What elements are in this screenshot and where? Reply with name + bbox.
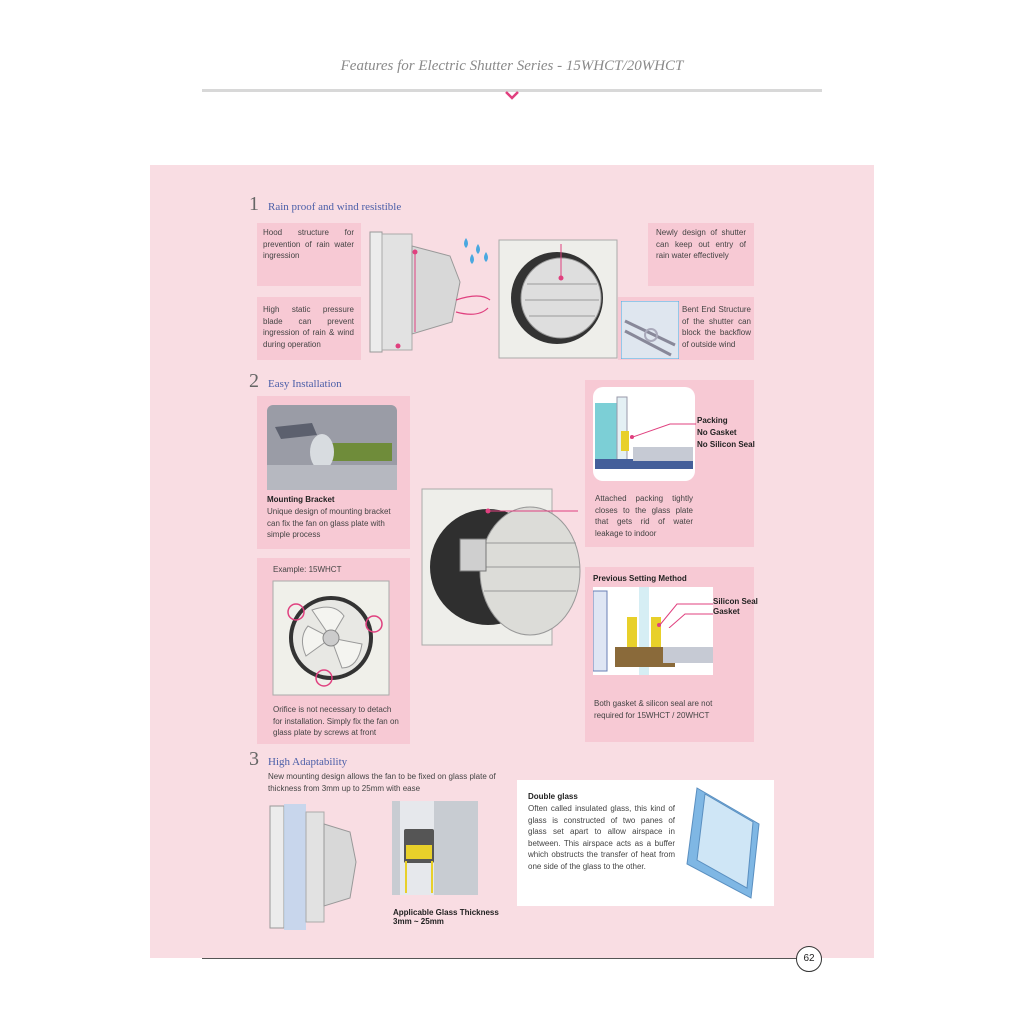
- orifice-text: Orifice is not necessary to detach for i…: [273, 705, 399, 737]
- previous-method-title: Previous Setting Method: [593, 574, 687, 583]
- mounting-bracket-image: [267, 405, 397, 490]
- water-drop-icon: [458, 236, 498, 272]
- fan-installation-illustration: [418, 483, 586, 648]
- callout-hood-text: Hood structure for prevention of rain wa…: [263, 228, 354, 260]
- mounting-bracket-title: Mounting Bracket: [267, 495, 335, 504]
- double-glass-title: Double glass: [528, 792, 578, 801]
- no-silicon-seal-label: No Silicon Seal: [697, 440, 755, 449]
- page-title: Features for Electric Shutter Series - 1…: [340, 58, 684, 74]
- footer-divider: [202, 958, 797, 959]
- bent-end-detail-image: [621, 301, 679, 359]
- callout-hood-box: [257, 223, 361, 286]
- glass-thickness-image: [392, 801, 478, 895]
- section-3-number: 3: [249, 748, 259, 770]
- section-2-title: Easy Installation: [268, 378, 342, 390]
- previous-method-text: Both gasket & silicon seal are not requi…: [594, 699, 713, 720]
- previous-method-image: [593, 587, 713, 675]
- callout-bent-text: Bent End Structure of the shutter can bl…: [682, 305, 751, 349]
- adaptability-intro: New mounting design allows the fan to be…: [268, 772, 496, 793]
- header-divider: [202, 89, 822, 92]
- callout-blade-box: [257, 297, 361, 360]
- callout-shutter-box: [648, 223, 754, 286]
- fan-shutter-illustration: [497, 236, 622, 361]
- double-glass-text: Often called insulated glass, this kind …: [528, 804, 675, 871]
- callout-blade-text: High static pressure blade can prevent i…: [263, 305, 354, 349]
- fan-front-image: [272, 580, 390, 696]
- silicon-seal-label: Silicon Seal: [713, 597, 758, 606]
- mounting-bracket-text: Unique design of mounting bracket can fi…: [267, 507, 391, 539]
- callout-shutter-text: Newly design of shutter can keep out ent…: [656, 228, 746, 260]
- chevron-down-icon: [503, 89, 521, 101]
- fan-side-illustration: [360, 222, 495, 362]
- double-glass-image: [683, 784, 765, 902]
- previous-leader-line: [655, 598, 715, 628]
- packing-label: Packing: [697, 416, 728, 425]
- section-3-title: High Adaptability: [268, 756, 348, 768]
- gasket-label: Gasket: [713, 607, 740, 616]
- section-1-title: Rain proof and wind resistible: [268, 201, 402, 213]
- example-label: Example: 15WHCT: [273, 565, 342, 574]
- page-number: 62: [796, 946, 822, 972]
- packing-image: [593, 387, 695, 481]
- packing-text: Attached packing tightly closes to the g…: [595, 494, 693, 538]
- packing-leader-line: [630, 420, 698, 440]
- section-1-number: 1: [249, 193, 259, 215]
- fan-glass-side-illustration: [268, 802, 360, 932]
- section-2-number: 2: [249, 370, 259, 392]
- glass-thickness-range: 3mm ~ 25mm: [393, 917, 444, 926]
- glass-thickness-label: Applicable Glass Thickness: [393, 908, 499, 917]
- no-gasket-label: No Gasket: [697, 428, 737, 437]
